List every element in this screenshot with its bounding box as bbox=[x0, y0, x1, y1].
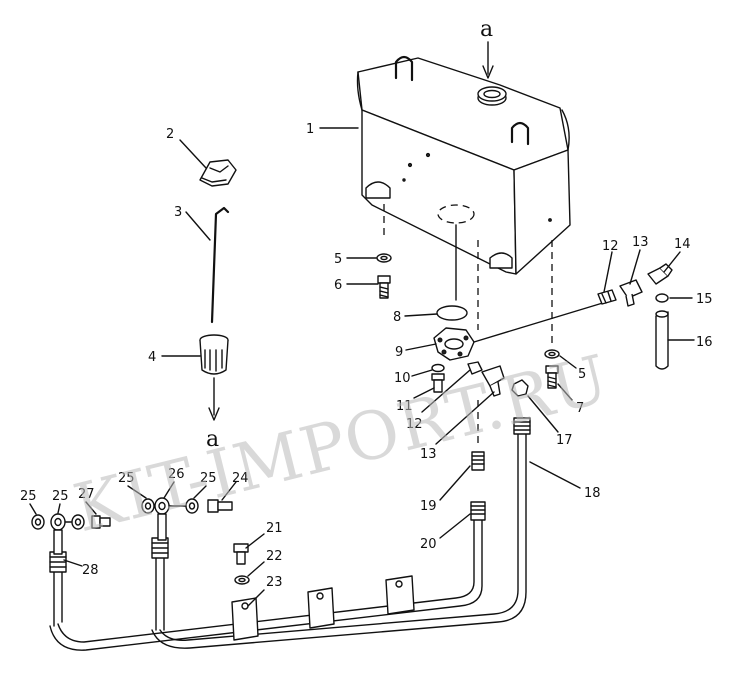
watermark-text: KIT-IMPORT.RU bbox=[67, 340, 617, 547]
washer-10 bbox=[431, 363, 445, 373]
nipple-12-lower bbox=[467, 361, 483, 375]
ref-marker-bottom: a bbox=[206, 427, 219, 452]
callout-26: 26 bbox=[168, 467, 185, 482]
filler-cap bbox=[199, 159, 237, 187]
filler-strainer bbox=[199, 334, 229, 421]
callout-25-far-left: 25 bbox=[20, 489, 37, 504]
bolt-21 bbox=[233, 543, 249, 565]
callout-9: 9 bbox=[395, 345, 403, 360]
banjo-fitting-group-left bbox=[31, 513, 111, 555]
callout-8: 8 bbox=[393, 310, 401, 325]
level-gauge-rod bbox=[210, 206, 230, 324]
callout-14: 14 bbox=[674, 237, 691, 252]
callout-4: 4 bbox=[148, 350, 156, 365]
washer-22 bbox=[234, 575, 250, 585]
callout-6: 6 bbox=[334, 278, 342, 293]
callout-16: 16 bbox=[696, 335, 713, 350]
callout-12-right: 12 bbox=[602, 239, 619, 254]
callout-25-left: 25 bbox=[52, 489, 69, 504]
callout-17: 17 bbox=[556, 433, 573, 448]
callout-22: 22 bbox=[266, 549, 283, 564]
washer-5-right bbox=[544, 349, 560, 359]
callout-1: 1 bbox=[306, 122, 314, 137]
callout-11: 11 bbox=[396, 399, 413, 414]
gasket-8 bbox=[436, 305, 468, 321]
callout-7: 7 bbox=[576, 401, 584, 416]
callout-15: 15 bbox=[696, 292, 713, 307]
callout-21: 21 bbox=[266, 521, 283, 536]
callout-19: 19 bbox=[420, 499, 437, 514]
clamp-15 bbox=[655, 293, 669, 303]
fuel-pipe-assembly bbox=[49, 417, 531, 651]
callout-25-middle-left: 25 bbox=[118, 471, 135, 486]
pickup-flange-9 bbox=[433, 327, 475, 361]
bolt-11 bbox=[431, 373, 445, 393]
callout-25-middle-right: 25 bbox=[200, 471, 217, 486]
callout-10: 10 bbox=[394, 371, 411, 386]
clamp-23-right bbox=[385, 575, 415, 615]
callout-5-left: 5 bbox=[334, 252, 342, 267]
washer-5-left bbox=[376, 253, 392, 263]
plug-17 bbox=[511, 379, 529, 397]
bolt-6 bbox=[377, 275, 391, 299]
callout-2: 2 bbox=[166, 127, 174, 142]
banjo-fitting-group-middle bbox=[141, 497, 233, 541]
callout-13-right: 13 bbox=[632, 235, 649, 250]
callout-24: 24 bbox=[232, 471, 249, 486]
callout-5-right: 5 bbox=[578, 367, 586, 382]
nipple-12-right bbox=[597, 289, 617, 305]
callout-28: 28 bbox=[82, 563, 99, 578]
elbow-13-right bbox=[619, 279, 643, 307]
callout-20: 20 bbox=[420, 537, 437, 552]
fuel-tank bbox=[356, 55, 571, 275]
leader-lines bbox=[29, 41, 695, 607]
callout-23: 23 bbox=[266, 575, 283, 590]
callout-12-lower: 12 bbox=[406, 417, 423, 432]
bolt-7 bbox=[545, 365, 559, 389]
callout-labels: a a 1 2 3 4 5 6 8 9 10 11 12 13 12 13 14… bbox=[20, 17, 713, 590]
elbow-13-lower bbox=[481, 365, 505, 397]
clamp-23-middle bbox=[307, 587, 335, 629]
callout-3: 3 bbox=[174, 205, 182, 220]
callout-18: 18 bbox=[584, 486, 601, 501]
ref-marker-top: a bbox=[480, 17, 493, 42]
callout-27: 27 bbox=[78, 487, 95, 502]
clamp-23-left bbox=[231, 597, 259, 641]
hose-16 bbox=[655, 310, 669, 370]
callout-13-lower: 13 bbox=[420, 447, 437, 462]
